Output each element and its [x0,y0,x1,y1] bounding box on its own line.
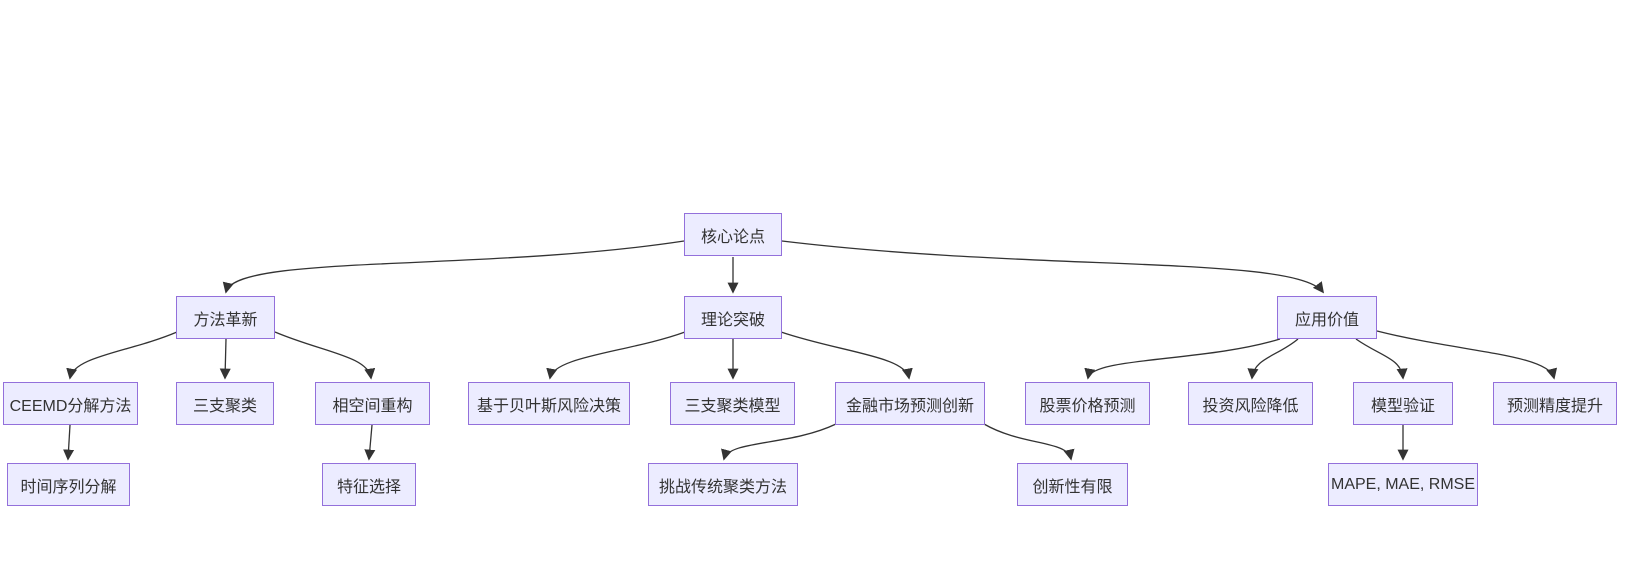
edge-method-ceemd [66,331,178,380]
edge-application-risk [1247,338,1299,380]
edge-theory-bayes [546,331,686,380]
node-theory-breakthrough: 理论突破 [684,296,782,339]
edge-application-stock [1084,338,1281,380]
node-core-argument: 核心论点 [684,213,782,256]
node-phase-space-reconstruction: 相空间重构 [315,382,430,425]
node-stock-price-prediction: 股票价格预测 [1025,382,1150,425]
edge-root-method [222,240,685,294]
node-three-way-clustering: 三支聚类 [176,382,274,425]
node-error-metrics: MAPE, MAE, RMSE [1328,463,1478,506]
node-limited-novelty: 创新性有限 [1017,463,1128,506]
edge-root-application [781,240,1325,294]
node-financial-market-forecast-innovation: 金融市场预测创新 [835,382,985,425]
edge-application-precision [1376,330,1558,380]
node-model-validation: 模型验证 [1353,382,1453,425]
edge-finance-limited [983,423,1075,461]
node-bayesian-risk-decision: 基于贝叶斯风险决策 [468,382,630,425]
edge-theory-finance [780,331,913,380]
node-challenge-traditional-clustering: 挑战传统聚类方法 [648,463,798,506]
node-investment-risk-reduction: 投资风险降低 [1188,382,1313,425]
node-method-innovation: 方法革新 [176,296,275,339]
node-ceemd-decomposition: CEEMD分解方法 [3,382,138,425]
node-feature-selection: 特征选择 [322,463,416,506]
node-three-way-cluster-model: 三支聚类模型 [670,382,795,425]
edge-ceemd-ts-decomp [63,424,75,461]
node-forecast-accuracy-improvement: 预测精度提升 [1493,382,1617,425]
edge-method-three-way [219,338,231,380]
edge-finance-challenge [721,423,837,461]
edge-method-phase-space [274,331,376,380]
edge-application-validation [1355,338,1408,380]
node-time-series-decomposition: 时间序列分解 [7,463,130,506]
edge-phase-space-feature [364,424,376,461]
node-application-value: 应用价值 [1277,296,1377,339]
